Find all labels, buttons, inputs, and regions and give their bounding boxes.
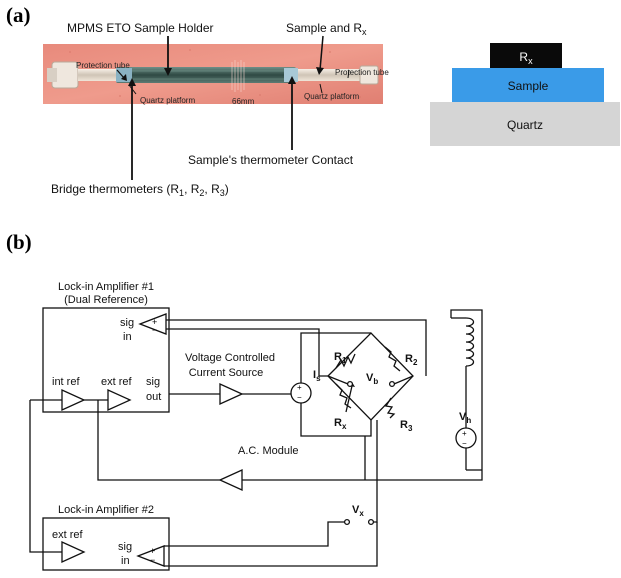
lockin1-sig-out-label: sig [146, 376, 160, 388]
lockin2-ext-ref-label: ext ref [52, 529, 84, 541]
r1-label: R1 [334, 351, 347, 365]
lockin1-box [42, 307, 170, 413]
minus-sign: − [462, 439, 467, 448]
vccs-line2: Current Source [189, 367, 264, 379]
lockin2-title: Lock-in Amplifier #2 [58, 504, 154, 516]
current-source: + − Is [290, 369, 321, 404]
r3-resistor [384, 397, 396, 419]
lock-in-amplifier-2: Lock-in Amplifier #2 ext ref sig in + − [42, 504, 170, 571]
vccs-line1: Voltage Controlled [185, 352, 275, 364]
minus-sign: − [152, 325, 157, 335]
int-ref-label: int ref [52, 376, 80, 388]
scale-label: 66mm [232, 97, 255, 106]
r1-resistor [335, 353, 356, 369]
vb-label: Vb [366, 372, 378, 386]
lockin2-sig-label: sig [118, 541, 132, 553]
heater-coil [465, 317, 475, 367]
vccs-amp [219, 382, 244, 406]
minus-sign: − [150, 555, 155, 565]
vx-label: Vx [352, 504, 364, 518]
rx-resistor [335, 383, 352, 409]
lockin1-input-amp [138, 313, 167, 335]
wiring [29, 319, 483, 567]
plus-sign: + [462, 429, 467, 438]
rx-layer-label: Rx [519, 50, 533, 66]
plus-sign: + [150, 546, 155, 556]
panel-a-label: (a) [6, 3, 31, 27]
sample-and-rx-label: Sample and Rx [286, 21, 367, 37]
ac-module-label: A.C. Module [238, 445, 299, 457]
sample-thermometer-contact-label: Sample's thermometer Contact [188, 153, 354, 167]
quartz-platform-left-label: Quartz platform [140, 96, 195, 105]
ac-module-amp [218, 468, 243, 492]
sample-holder-photo [43, 44, 383, 104]
bridge-thermometers-label: Bridge thermometers (R1, R2, R3) [51, 182, 229, 198]
lockin1-title: Lock-in Amplifier #1 [58, 281, 154, 293]
quartz-layer-label: Quartz [507, 118, 543, 132]
sample-layer-label: Sample [508, 79, 549, 93]
annotation-arrows [116, 35, 350, 180]
minus-sign: − [297, 393, 302, 402]
vx-terminals: Vx [343, 504, 375, 526]
lockin1-ext-ref-label: ext ref [101, 376, 133, 388]
int-ref-buffer [61, 388, 86, 412]
protection-tube-left-label: Protection tube [76, 61, 130, 70]
r2-label: R2 [405, 353, 418, 367]
lockin1-sig-label: sig [120, 317, 134, 329]
lockin2-box [42, 517, 170, 571]
quartz-platform-right-label: Quartz platform [304, 92, 359, 101]
vccs: Voltage Controlled Current Source [185, 352, 275, 406]
protection-tube-right-label: Protection tube [335, 68, 389, 77]
sample-layer [452, 68, 604, 102]
quartz-layer [430, 102, 620, 146]
plus-sign: + [152, 317, 157, 327]
is-label: Is [313, 369, 321, 383]
lockin2-input-amp [136, 545, 165, 567]
layer-stack: Rx Sample Quartz [430, 43, 620, 146]
rx-label: Rx [334, 417, 347, 431]
lockin1-out-label: out [146, 391, 161, 403]
vh-label: Vh [459, 411, 471, 425]
lock-in-amplifier-1: Lock-in Amplifier #1 (Dual Reference) si… [42, 281, 170, 413]
lockin1-in-label: in [123, 331, 132, 343]
holder-title: MPMS ETO Sample Holder [67, 21, 214, 35]
lockin2-in-label: in [121, 555, 130, 567]
panel-b-label: (b) [6, 230, 32, 254]
lockin2-ext-ref-buffer [61, 540, 86, 564]
r2-resistor [384, 346, 401, 372]
plus-sign: + [297, 383, 302, 392]
heater: + − Vh [450, 309, 483, 471]
lockin1-ext-ref-buffer [107, 388, 132, 412]
r3-label: R3 [400, 419, 413, 433]
wheatstone-bridge: R1 R2 Rx R3 Vb [327, 332, 418, 433]
lockin1-subtitle: (Dual Reference) [64, 294, 148, 306]
rx-layer [490, 43, 562, 68]
